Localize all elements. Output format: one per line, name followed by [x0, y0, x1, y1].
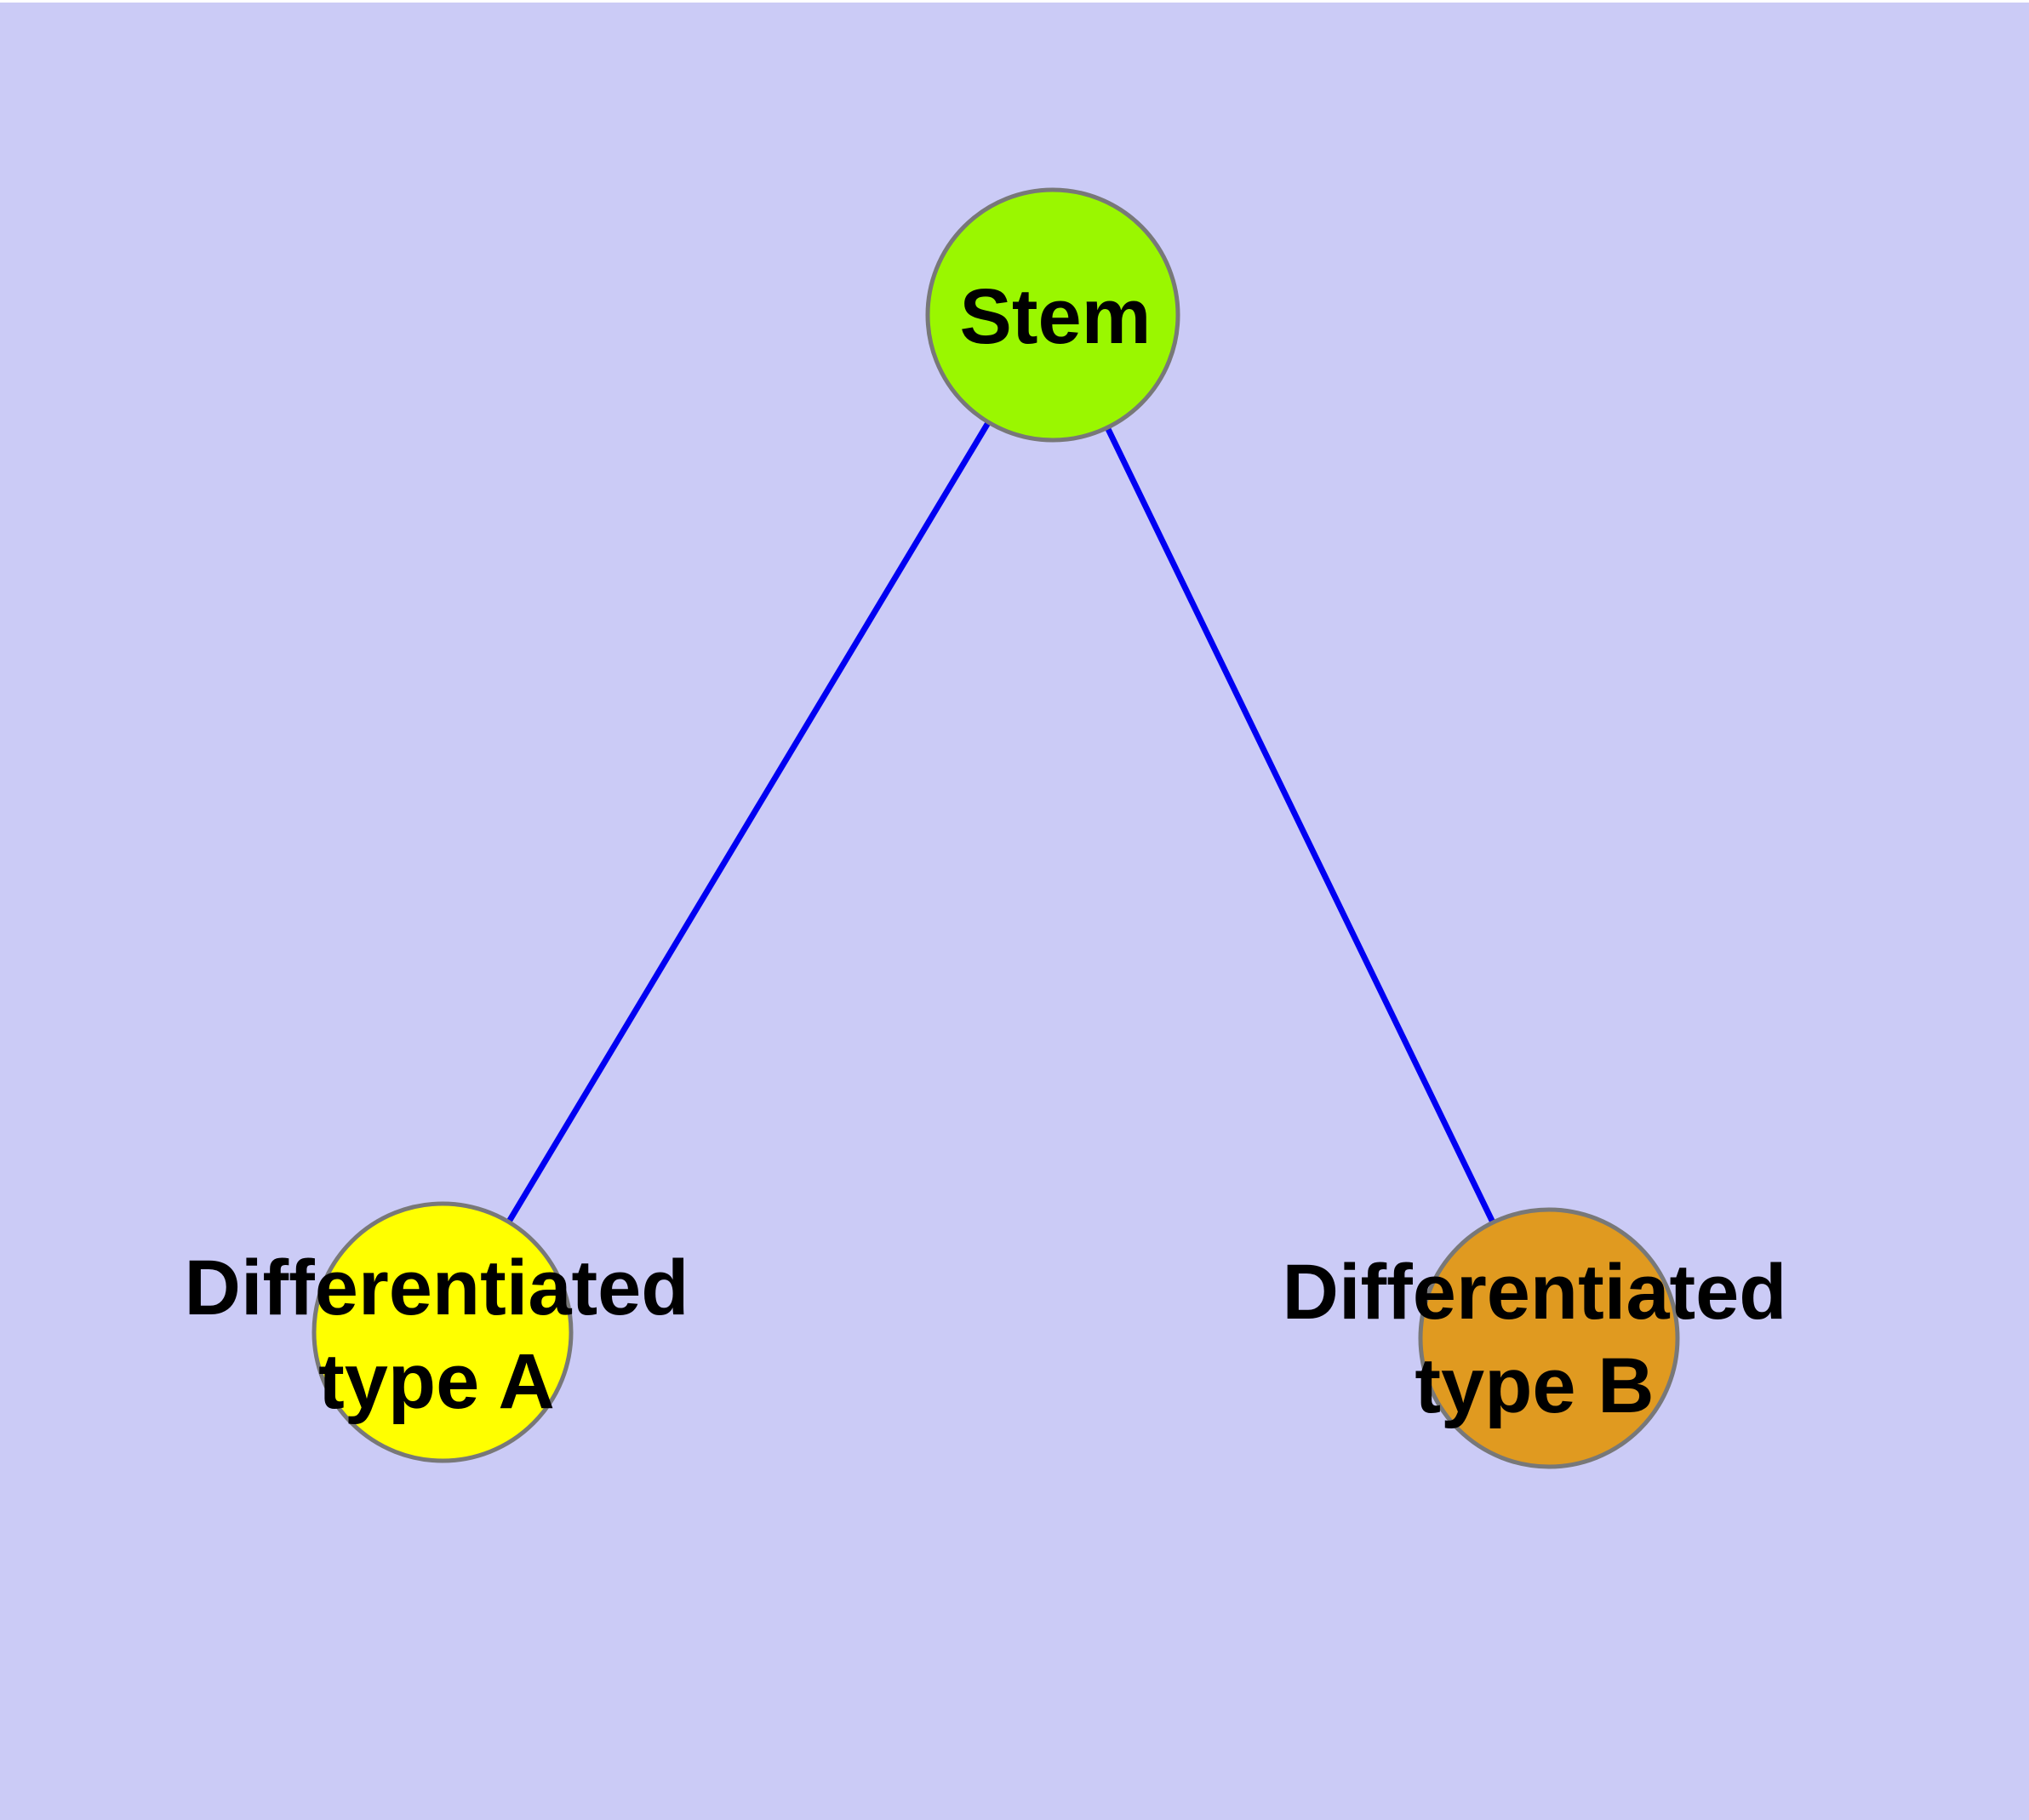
node-type-a-circle	[311, 1201, 574, 1463]
edge-stem-to-type-a	[439, 313, 1056, 1334]
node-stem-circle	[925, 187, 1180, 443]
edge-stem-to-type-b	[1049, 313, 1552, 1340]
node-type-b-circle	[1418, 1207, 1680, 1469]
